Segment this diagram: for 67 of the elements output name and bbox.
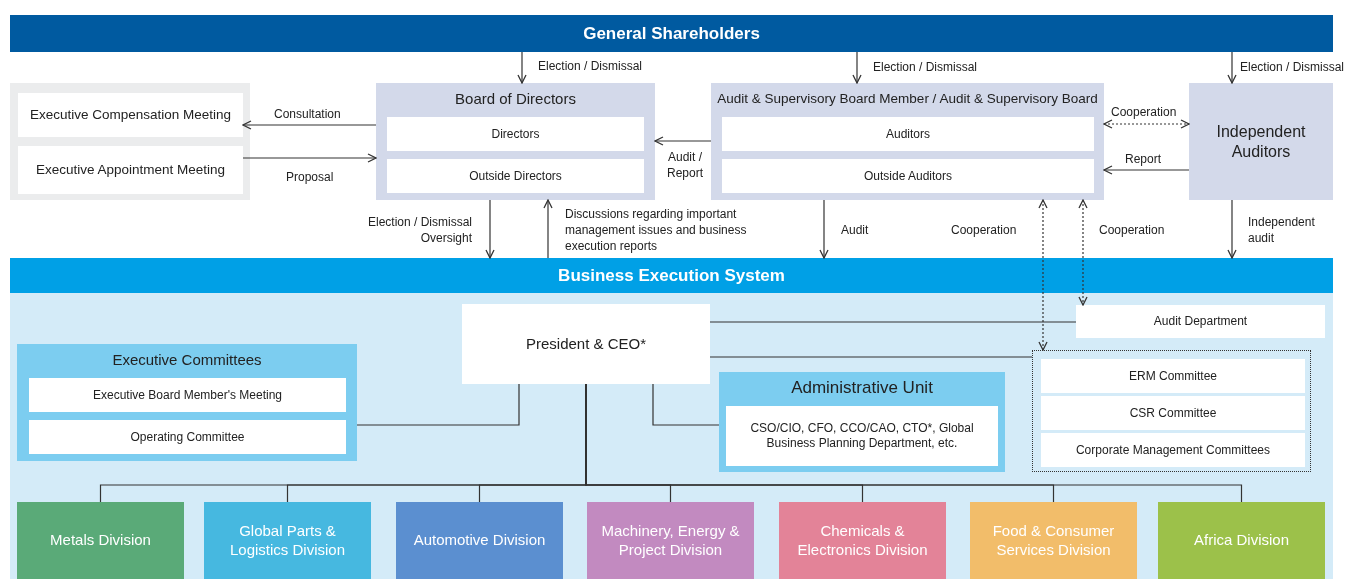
edge-label: Cooperation xyxy=(1099,222,1165,238)
division-box: Machinery, Energy & Project Division xyxy=(587,502,754,579)
committee-box: ERM Committee xyxy=(1041,359,1305,393)
member-box: Directors xyxy=(387,117,644,151)
connector-line xyxy=(356,383,520,426)
committee-group-frame xyxy=(1032,350,1311,472)
meeting-box: Executive Appointment Meeting xyxy=(18,146,243,194)
arrow xyxy=(1103,119,1190,129)
edge-label: Audit xyxy=(841,222,869,238)
executive-box: President & CEO* xyxy=(462,304,710,384)
edge-label: Election / Dismissal Oversight xyxy=(366,214,472,246)
division-box: Global Parts & Logistics Division xyxy=(204,502,371,579)
panel-title: Executive Committees xyxy=(111,350,263,370)
arrow xyxy=(654,136,712,146)
division-box: Chemicals & Electronics Division xyxy=(779,502,946,579)
arrow xyxy=(852,51,862,84)
panel-title: Administrative Unit xyxy=(790,377,934,399)
edge-label: Election / Dismissal xyxy=(538,58,643,74)
division-box: Metals Division xyxy=(17,502,184,579)
committee-panel xyxy=(17,344,357,461)
meeting-box: Executive Board Member's Meeting xyxy=(29,378,346,412)
execution-system-panel xyxy=(10,258,1333,579)
arrow xyxy=(485,199,495,259)
board-panel xyxy=(376,83,655,200)
division-box: Africa Division xyxy=(1158,502,1325,579)
edge-label: Cooperation xyxy=(1111,104,1177,120)
edge-label: Discussions regarding important management issues and business execution reports xyxy=(565,206,748,254)
meeting-box: Operating Committee xyxy=(29,420,346,454)
meeting-box: Executive Compensation Meeting xyxy=(18,93,243,137)
edge-label: Audit / Report xyxy=(666,149,704,181)
arrow xyxy=(1103,165,1190,175)
arrow xyxy=(543,199,553,259)
section-heading: Business Execution System xyxy=(10,258,1333,293)
edge-label: Election / Dismissal xyxy=(1240,59,1345,75)
arrow xyxy=(1227,199,1237,259)
board-panel xyxy=(711,83,1104,200)
member-box: Outside Directors xyxy=(387,159,644,193)
connector-line xyxy=(709,356,1033,358)
member-box: Auditors xyxy=(722,117,1094,151)
edge-label: Independent audit xyxy=(1248,214,1316,246)
connector-line xyxy=(652,383,720,426)
division-box: Automotive Division xyxy=(396,502,563,579)
department-box: Audit Department xyxy=(1076,305,1325,338)
arrow xyxy=(1078,199,1088,306)
panel-title: Audit & Supervisory Board Member / Audit & Supervisory Board xyxy=(716,90,1099,108)
connector-line xyxy=(709,321,1077,323)
arrow xyxy=(1227,51,1237,84)
edge-label: Consultation xyxy=(274,106,341,122)
edge-label: Cooperation xyxy=(951,222,1017,238)
shareholders-band: General Shareholders xyxy=(10,15,1333,52)
panel-title: Board of Directors xyxy=(454,89,577,109)
arrow xyxy=(517,51,527,84)
officer-box: CSO/CIO, CFO, CCO/CAO, CTO*, Global Business Planning Department, etc. xyxy=(726,406,998,466)
arrow xyxy=(819,199,829,259)
member-box: Outside Auditors xyxy=(722,159,1094,193)
committee-box: CSR Committee xyxy=(1041,396,1305,430)
arrow xyxy=(242,153,377,163)
division-box: Food & Consumer Services Division xyxy=(970,502,1137,579)
auditor-box: Independent Auditors xyxy=(1189,83,1333,200)
arrow xyxy=(242,120,377,130)
edge-label: Proposal xyxy=(286,169,334,185)
committee-panel xyxy=(10,83,250,200)
edge-label: Report xyxy=(1125,151,1162,167)
arrow xyxy=(1038,199,1048,351)
committee-box: Corporate Management Committees xyxy=(1041,433,1305,467)
unit-panel xyxy=(719,372,1005,472)
edge-label: Election / Dismissal xyxy=(873,59,978,75)
